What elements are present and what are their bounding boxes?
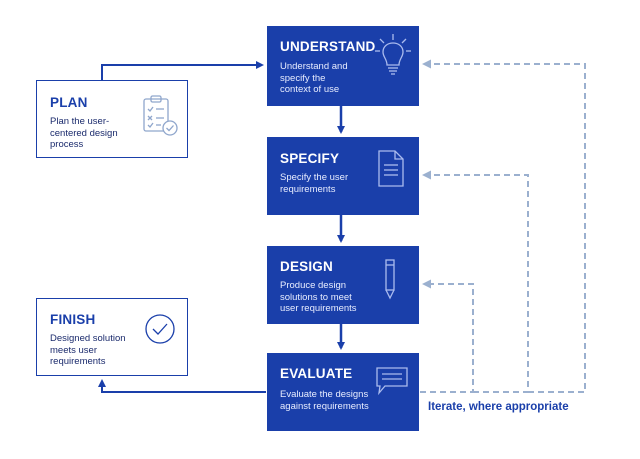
design-description: Produce design solutions to meet user re… — [280, 280, 357, 314]
specify-description: Specify the user requirements — [280, 172, 349, 195]
plan-description: Plan the user- centered design process — [50, 116, 118, 150]
evaluate-box: EVALUATE Evaluate the designs against re… — [267, 353, 419, 431]
checklist-icon — [143, 95, 178, 136]
understand-title: UNDERSTAND — [280, 39, 376, 54]
finish-description: Designed solution meets user requirement… — [50, 333, 126, 367]
plan-to-understand-arrow — [101, 61, 264, 80]
finish-box: FINISH Designed solution meets user requ… — [36, 298, 188, 376]
design-title: DESIGN — [280, 259, 333, 274]
plan-box: PLAN Plan the user- centered design proc… — [36, 80, 188, 158]
specify-box: SPECIFY Specify the user requirements — [267, 137, 419, 215]
evaluate-title: EVALUATE — [280, 366, 353, 381]
iterate-to-understand — [422, 59, 586, 393]
finish-title: FINISH — [50, 312, 96, 327]
understand-box: UNDERSTAND Understand and specify the co… — [267, 26, 419, 106]
evaluate-to-finish-arrow — [98, 379, 266, 393]
pencil-icon — [385, 259, 395, 300]
iterate-to-specify — [422, 170, 529, 393]
plan-title: PLAN — [50, 95, 88, 110]
understand-description: Understand and specify the context of us… — [280, 61, 348, 95]
design-box: DESIGN Produce design solutions to meet … — [267, 246, 419, 324]
iterate-label: Iterate, where appropriate — [428, 401, 569, 413]
evaluate-description: Evaluate the designs against requirement… — [280, 389, 369, 412]
document-icon — [378, 150, 404, 187]
iterate-to-design — [420, 279, 474, 393]
specify-title: SPECIFY — [280, 151, 340, 166]
check-circle-icon — [145, 314, 175, 344]
lightbulb-icon — [375, 34, 411, 75]
speech-bubble-icon — [376, 367, 408, 396]
